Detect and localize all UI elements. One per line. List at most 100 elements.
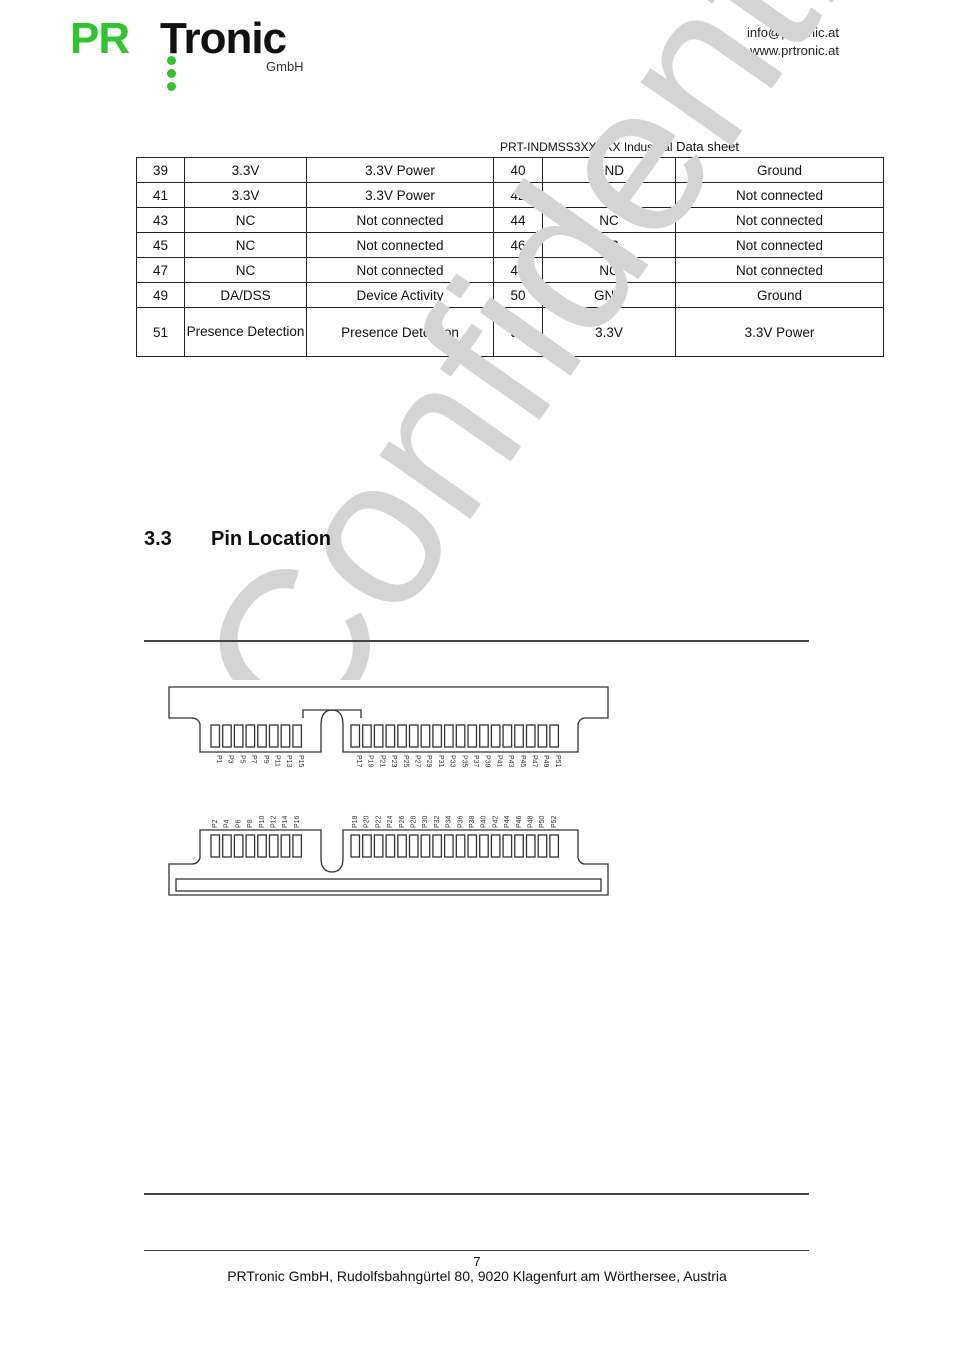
pin-label: P21 <box>378 755 385 768</box>
pin-contact <box>373 724 384 748</box>
table-cell: 3.3V <box>184 182 307 208</box>
connector-rail <box>175 878 602 892</box>
pin-label: P16 <box>294 815 301 828</box>
pin-label: P37 <box>472 755 479 768</box>
footer-address: PRTronic GmbH, Rudolfsbahngürtel 80, 902… <box>227 1268 727 1284</box>
table-cell: NC <box>542 182 676 208</box>
table-cell: 45 <box>136 232 185 258</box>
pin-contact <box>525 724 536 748</box>
divider <box>144 640 809 642</box>
pin-label: P7 <box>250 755 257 764</box>
pin-label: P42 <box>492 815 499 828</box>
footer-divider <box>144 1250 809 1251</box>
pin-contact <box>350 724 361 748</box>
pin-contact <box>257 724 267 748</box>
pin-label: P17 <box>355 755 362 768</box>
pin-label: P39 <box>484 755 491 768</box>
pin-contact <box>514 724 524 748</box>
table-cell: 3.3V <box>542 307 676 357</box>
pin-label: P27 <box>414 755 421 768</box>
pin-label: P52 <box>551 815 558 828</box>
table-cell: 3.3V Power <box>306 182 494 208</box>
pin-contact <box>514 834 524 858</box>
pin-contact <box>233 834 244 858</box>
email: info@prtronic.at <box>747 25 839 40</box>
pin-label: P43 <box>507 755 514 768</box>
pin-contact <box>455 724 466 748</box>
table-cell: 49 <box>136 282 185 308</box>
table-cell: NC <box>184 232 307 258</box>
pin-label: P14 <box>282 815 289 828</box>
pin-label: P26 <box>399 815 406 828</box>
logo-dot-icon <box>167 82 176 91</box>
pin-label: P20 <box>364 815 371 828</box>
pin-contact <box>490 834 501 858</box>
pin-contact <box>397 724 407 748</box>
pin-label: P29 <box>425 755 432 768</box>
pin-label: P3 <box>227 755 234 764</box>
pin-label: P30 <box>422 815 429 828</box>
pin-contact <box>502 724 513 748</box>
pin-contact <box>280 834 291 858</box>
pin-label: P46 <box>516 815 523 828</box>
table-cell: Ground <box>675 157 884 183</box>
section-title: Pin Location <box>211 528 331 550</box>
pin-contact <box>292 724 303 748</box>
section-number: 3.3 <box>144 528 172 550</box>
pin-label: P50 <box>539 815 546 828</box>
pin-contact <box>397 834 407 858</box>
table-cell: Not connected <box>306 257 494 283</box>
table-cell: Presence Detection <box>306 307 494 357</box>
pin-label: P6 <box>235 819 242 828</box>
table-cell: Not connected <box>306 232 494 258</box>
table-cell: NC <box>542 232 676 258</box>
pin-contact <box>420 724 431 748</box>
pin-label: P40 <box>481 815 488 828</box>
pin-contact <box>443 724 454 748</box>
table-cell: GND <box>542 282 676 308</box>
pin-label: P51 <box>554 755 561 768</box>
pin-label: P28 <box>411 815 418 828</box>
pin-contact <box>455 834 466 858</box>
pin-contact <box>443 834 454 858</box>
pin-contact <box>537 724 548 748</box>
table-cell: Ground <box>675 282 884 308</box>
table-cell: 3.3V Power <box>306 157 494 183</box>
website: www.prtronic.at <box>750 43 839 58</box>
pin-contact <box>432 724 443 748</box>
pin-label: P32 <box>434 815 441 828</box>
pin-contact <box>268 724 279 748</box>
pin-contact <box>373 834 384 858</box>
pin-label: P38 <box>469 815 476 828</box>
logo-tronic: Tronic <box>160 14 287 63</box>
pin-label: P41 <box>495 755 502 768</box>
pin-label: P31 <box>437 755 444 768</box>
table-cell: 46 <box>493 232 543 258</box>
pin-label: P8 <box>247 819 254 828</box>
table-cell: Presence Detection <box>184 307 307 357</box>
pin-contact <box>479 834 489 858</box>
logo-gmbh: GmbH <box>266 59 304 74</box>
connector-key <box>302 709 362 718</box>
pin-label: P19 <box>367 755 374 768</box>
pin-contact <box>233 724 244 748</box>
pin-label: P48 <box>528 815 535 828</box>
document-title: PRT-INDMSS3XXXXX Industrial Data sheet <box>500 139 739 154</box>
doc-title-suffix: Data sheet <box>676 139 740 154</box>
pin-label: P33 <box>449 755 456 768</box>
pin-contact <box>268 834 279 858</box>
table-cell: 51 <box>136 307 185 357</box>
pin-contact <box>385 834 396 858</box>
confidential-watermark: Confidential <box>152 0 954 777</box>
pin-label: P5 <box>238 755 245 764</box>
logo-dot-icon <box>167 56 176 65</box>
connector-bottom-outline <box>168 829 609 896</box>
pin-contact <box>222 834 232 858</box>
pin-contact <box>432 834 443 858</box>
